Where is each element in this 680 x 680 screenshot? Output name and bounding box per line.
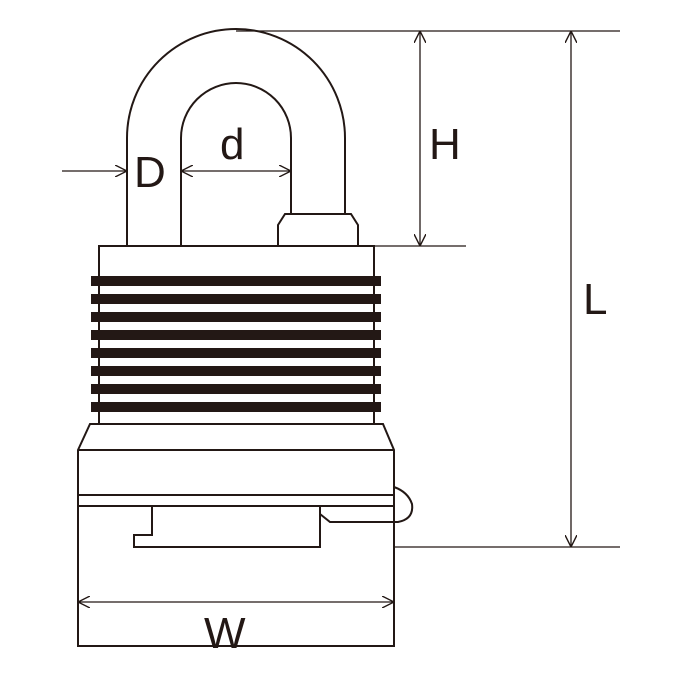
label-body-width: W: [204, 609, 246, 658]
key-cover: [133, 506, 321, 548]
lamination-plates: [91, 276, 381, 412]
shackle: [126, 28, 346, 247]
label-shackle-clearance: d: [220, 120, 245, 169]
cover-hook: [319, 486, 414, 523]
shackle-collar: [277, 213, 359, 247]
label-shackle-height: H: [429, 120, 461, 169]
label-shackle-diameter: D: [134, 148, 166, 197]
label-overall-length: L: [583, 275, 608, 324]
